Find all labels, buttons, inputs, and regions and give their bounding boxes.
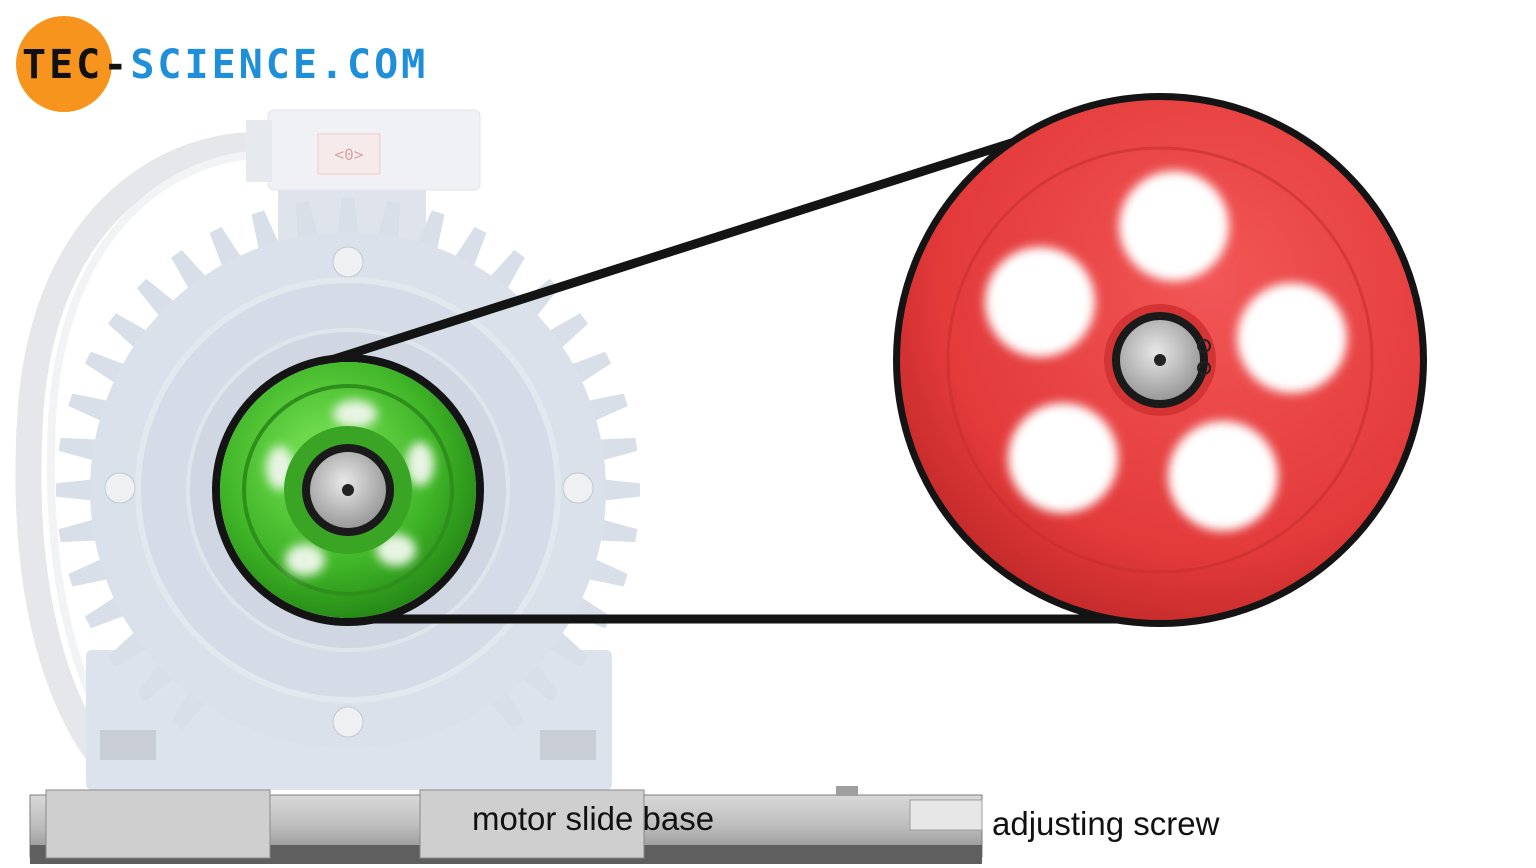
cooling-fin: [375, 200, 401, 246]
driven-pulley-rim: [946, 146, 1374, 574]
driven-hole-5: [985, 247, 1095, 357]
driving-shaft-center: [342, 484, 354, 496]
terminal-box-label: <0>: [335, 145, 364, 164]
logo-circle: [16, 16, 112, 112]
tec-science-logo[interactable]: TEC-SCIENCE.COM: [16, 16, 476, 112]
label-adjusting-screw: adjusting screw: [992, 805, 1220, 842]
belt-wrap-large: [893, 93, 1427, 627]
slide-clamp-right: [419, 789, 645, 859]
adjusting-screw-head: [909, 799, 983, 831]
driving-hole-1: [333, 400, 377, 428]
cooling-fin: [58, 517, 104, 543]
driven-hole-4: [1008, 403, 1118, 513]
driving-hole-2: [406, 442, 434, 486]
cooling-fin: [58, 437, 104, 463]
driven-pulley-holes: [985, 171, 1347, 531]
driving-pulley-groove: [242, 384, 454, 596]
driven-hole-3: [1168, 421, 1278, 531]
driven-shaft-center: [1154, 354, 1166, 366]
logo-text: TEC-SCIENCE.COM: [22, 42, 428, 88]
bolt-bottom: [332, 706, 364, 738]
belt-wrap-small: [212, 354, 484, 626]
terminal-box-badge: [317, 133, 381, 175]
driving-hole-4: [285, 544, 325, 576]
cooling-fin: [295, 200, 321, 246]
driving-hole-3: [376, 534, 416, 566]
cooling-fin: [56, 478, 99, 502]
cooling-fin: [592, 517, 638, 543]
motor-foot-left: [100, 730, 156, 760]
cooling-fin: [592, 437, 638, 463]
driven-setscrew-1: [1197, 339, 1211, 353]
logo-text-part1: TEC-: [22, 42, 131, 88]
slide-clamp-left: [45, 789, 271, 859]
bolt-left: [104, 472, 136, 504]
motor-foot-right: [540, 730, 596, 760]
driven-hole-1: [1119, 171, 1229, 281]
driven-hole-2: [1237, 283, 1347, 393]
driven-setscrew-2: [1197, 361, 1211, 375]
label-motor-slide-base: motor slide base: [472, 800, 715, 837]
cooling-fin: [597, 478, 640, 502]
bolt-top: [332, 246, 364, 278]
bolt-right: [562, 472, 594, 504]
driving-pulley-holes: [266, 400, 434, 576]
cooling-fin: [336, 198, 360, 241]
logo-text-part2: SCIENCE.COM: [130, 42, 429, 88]
motor-cable: [15, 132, 263, 793]
terminal-box-plug: [246, 120, 272, 182]
slide-stop: [836, 786, 858, 796]
